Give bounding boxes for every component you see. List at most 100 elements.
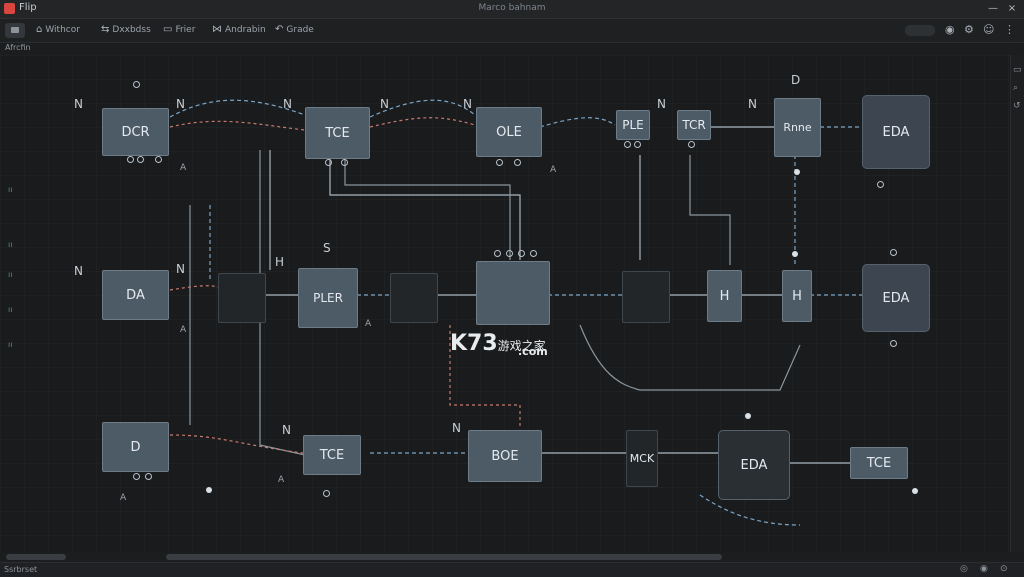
port-pin[interactable]	[133, 81, 140, 88]
schematic-canvas[interactable]: ıı ıı ıı ıı ıı DCR TCE OLE PLE TCR Rnne …	[0, 55, 1010, 552]
node-tce[interactable]: TCE	[305, 107, 370, 159]
node-h-1[interactable]: H	[707, 270, 742, 322]
window-title: Marco bahnam	[478, 3, 546, 13]
wire	[699, 494, 801, 526]
side-marker: ıı	[8, 270, 13, 279]
status-text: Ssrbrset	[4, 565, 38, 574]
node-block-b[interactable]	[390, 273, 438, 323]
home-icon: ⌂	[36, 24, 43, 35]
label-n: N	[283, 97, 292, 111]
port-pin[interactable]	[634, 141, 641, 148]
node-tce-2[interactable]: TCE	[303, 435, 361, 475]
toolbar-item-withcor[interactable]: ⌂Withcor	[36, 24, 80, 35]
breadcrumb-bar: Afrcfin	[0, 43, 1024, 55]
label-n: N	[380, 97, 389, 111]
port-pin[interactable]	[624, 141, 631, 148]
port-pin[interactable]	[133, 473, 140, 480]
profile-icon[interactable]: ☺	[983, 23, 995, 36]
node-eda-3[interactable]: EDA	[718, 430, 790, 500]
port-pin[interactable]	[530, 250, 537, 257]
label-n: N	[452, 421, 461, 435]
title-bar: Flip Marco bahnam — ×	[0, 0, 1024, 19]
node-block-a[interactable]	[218, 273, 266, 323]
wire	[329, 155, 521, 260]
node-dcr[interactable]: DCR	[102, 108, 169, 156]
node-pler[interactable]: PLER	[298, 268, 358, 328]
junction-dot	[792, 251, 798, 257]
label-d: D	[791, 73, 801, 87]
node-d[interactable]: D	[102, 422, 169, 472]
port-pin[interactable]	[518, 250, 525, 257]
rail-icon[interactable]: ⌕	[1013, 83, 1019, 93]
toolbar-item-grade[interactable]: ↶Grade	[275, 24, 314, 35]
watermark: K73游戏之家 .com	[450, 331, 548, 358]
node-da[interactable]: DA	[102, 270, 169, 320]
toolbar-item-dxxbdss[interactable]: ⇆Dxxbdss	[101, 24, 151, 35]
status-bar: Ssrbrset ◎ ◉ ⊙	[0, 562, 1024, 577]
wire	[169, 434, 304, 454]
port-pin[interactable]	[155, 156, 162, 163]
node-ple[interactable]: PLE	[616, 110, 650, 140]
wire-layer	[169, 99, 862, 526]
port-pin[interactable]	[325, 159, 332, 166]
port-pin[interactable]	[890, 340, 897, 347]
right-rail: ▭ ⌕ ↺	[1010, 55, 1024, 552]
scroll-thumb[interactable]	[6, 554, 66, 560]
record-icon[interactable]: ◉	[945, 23, 955, 36]
status-icon[interactable]: ◉	[980, 564, 988, 574]
panel-toggle-button[interactable]	[5, 23, 25, 38]
port-pin[interactable]	[494, 250, 501, 257]
settings-icon[interactable]: ⚙	[964, 23, 974, 36]
status-icon[interactable]: ◎	[960, 564, 968, 574]
node-rnne[interactable]: Rnne	[774, 98, 821, 157]
rail-icon[interactable]: ▭	[1013, 65, 1022, 75]
node-mck[interactable]: MCK	[626, 430, 658, 487]
node-main-processor[interactable]	[476, 261, 550, 325]
more-icon[interactable]: ⋮	[1004, 23, 1015, 36]
node-block-c[interactable]	[622, 271, 670, 323]
port-pin[interactable]	[323, 490, 330, 497]
status-icon[interactable]: ⊙	[1000, 564, 1008, 574]
node-tcr[interactable]: TCR	[677, 110, 711, 140]
horizontal-scrollbar[interactable]	[0, 552, 1024, 562]
label-a: A	[120, 493, 127, 503]
node-eda-1[interactable]: EDA	[862, 95, 930, 169]
minimize-button[interactable]: —	[988, 3, 998, 14]
node-ole[interactable]: OLE	[476, 107, 542, 157]
junction-dot	[206, 487, 212, 493]
port-pin[interactable]	[506, 250, 513, 257]
wire	[369, 117, 476, 128]
label-a: A	[180, 325, 187, 335]
close-button[interactable]: ×	[1007, 3, 1017, 14]
toolbar-item-andrabin[interactable]: ⋈Andrabin	[212, 24, 266, 35]
link-icon: ⋈	[212, 24, 222, 35]
toggle-switch[interactable]	[905, 25, 935, 36]
label-a: A	[550, 165, 557, 175]
scroll-thumb[interactable]	[166, 554, 722, 560]
rail-icon[interactable]: ↺	[1013, 101, 1021, 111]
label-n: N	[74, 264, 83, 278]
port-pin[interactable]	[688, 141, 695, 148]
port-pin[interactable]	[514, 159, 521, 166]
node-tce-3[interactable]: TCE	[850, 447, 908, 479]
port-pin[interactable]	[496, 159, 503, 166]
node-h-2[interactable]: H	[782, 270, 812, 322]
node-boe[interactable]: BOE	[468, 430, 542, 482]
port-pin[interactable]	[137, 156, 144, 163]
side-marker: ıı	[8, 185, 13, 194]
toolbar-item-frier[interactable]: ▭Frier	[163, 24, 196, 35]
port-pin[interactable]	[341, 159, 348, 166]
port-pin[interactable]	[877, 181, 884, 188]
label-a: A	[180, 163, 187, 173]
wire	[539, 117, 616, 128]
port-pin[interactable]	[145, 473, 152, 480]
port-pin[interactable]	[127, 156, 134, 163]
label-n: N	[748, 97, 757, 111]
port-pin[interactable]	[890, 249, 897, 256]
node-eda-2[interactable]: EDA	[862, 264, 930, 332]
app-logo-icon	[4, 3, 15, 14]
swap-icon: ⇆	[101, 24, 110, 35]
label-s: S	[323, 241, 331, 255]
label-n: N	[463, 97, 472, 111]
label-h: H	[275, 255, 285, 269]
